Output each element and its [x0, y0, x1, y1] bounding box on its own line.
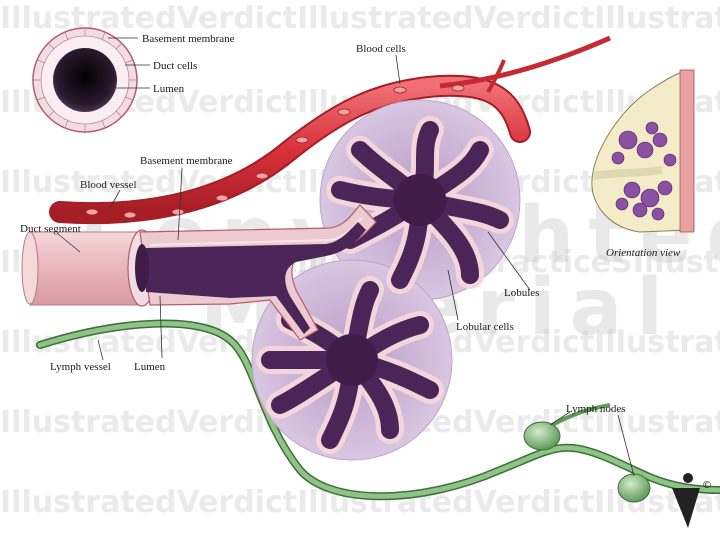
copyright-mark: ©	[702, 480, 712, 491]
label-basement-membrane: Basement membrane	[140, 155, 233, 167]
blood-cells	[85, 84, 465, 219]
publisher-logo: ©	[672, 473, 712, 528]
watermark-line: IllustratedVerdictIllustratedVerdictIllu…	[0, 485, 720, 520]
label-inset-basement-membrane: Basement membrane	[142, 33, 235, 45]
orientation-view	[591, 69, 695, 233]
lymph-vessel	[36, 319, 720, 503]
label-blood-vessel: Blood vessel	[80, 179, 137, 191]
duct-segment	[21, 204, 377, 341]
lymph-node	[617, 473, 651, 503]
label-lymph-vessel: Lymph vessel	[50, 361, 111, 373]
label-lumen: Lumen	[134, 361, 166, 373]
lobules	[251, 99, 521, 461]
blood-vessel	[49, 35, 612, 225]
label-lobules: Lobules	[504, 287, 539, 299]
lymph-node	[523, 421, 561, 451]
label-lymph-nodes: Lymph nodes	[566, 403, 626, 415]
label-duct-segment: Duct segment	[20, 223, 81, 235]
labels: Basement membrane Duct cells Lumen Blood…	[20, 33, 681, 415]
label-lobular-cells: Lobular cells	[456, 321, 514, 333]
label-blood-cells: Blood cells	[356, 43, 406, 55]
leader-lines	[57, 37, 635, 477]
watermark-line: IllustratedVerdictIllustratedVerdictIllu…	[0, 1, 720, 36]
orientation-lobules	[611, 121, 677, 221]
inset-lumen	[53, 48, 117, 112]
duct-cross-section-inset	[32, 27, 138, 133]
label-inset-lumen: Lumen	[153, 83, 185, 95]
label-inset-duct-cells: Duct cells	[153, 60, 197, 72]
label-orientation-view: Orientation view	[606, 247, 681, 259]
